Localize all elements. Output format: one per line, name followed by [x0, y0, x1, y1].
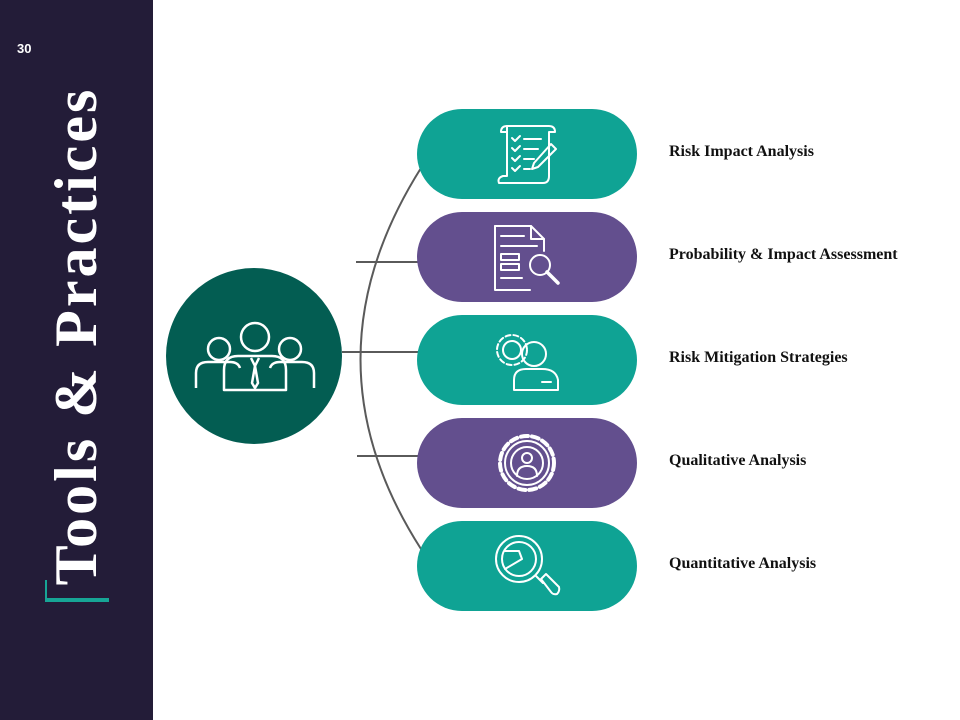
pill-quantitative [417, 521, 637, 611]
label-probability-impact: Probability & Impact Assessment [669, 246, 898, 263]
pill-risk-impact-analysis [417, 109, 637, 199]
document-search-icon [494, 225, 560, 291]
magnifier-chart-icon [495, 535, 561, 596]
page-number: 30 [17, 41, 32, 56]
title-accent-bar [45, 598, 109, 602]
connector-arc [359, 167, 422, 550]
label-risk-impact-analysis: Risk Impact Analysis [669, 143, 814, 160]
sidebar: 30 Tools & Practices [0, 0, 153, 720]
pill-risk-mitigation [417, 315, 637, 405]
title-accent-tick [45, 580, 47, 602]
label-qualitative: Qualitative Analysis [669, 452, 807, 469]
team-icon [194, 321, 316, 392]
people-gear-icon [496, 334, 559, 391]
label-risk-mitigation: Risk Mitigation Strategies [669, 349, 848, 366]
checklist-document-icon [497, 125, 557, 184]
label-quantitative: Quantitative Analysis [669, 555, 817, 572]
pill-probability-impact [417, 212, 637, 302]
gear-person-icon [498, 434, 556, 492]
